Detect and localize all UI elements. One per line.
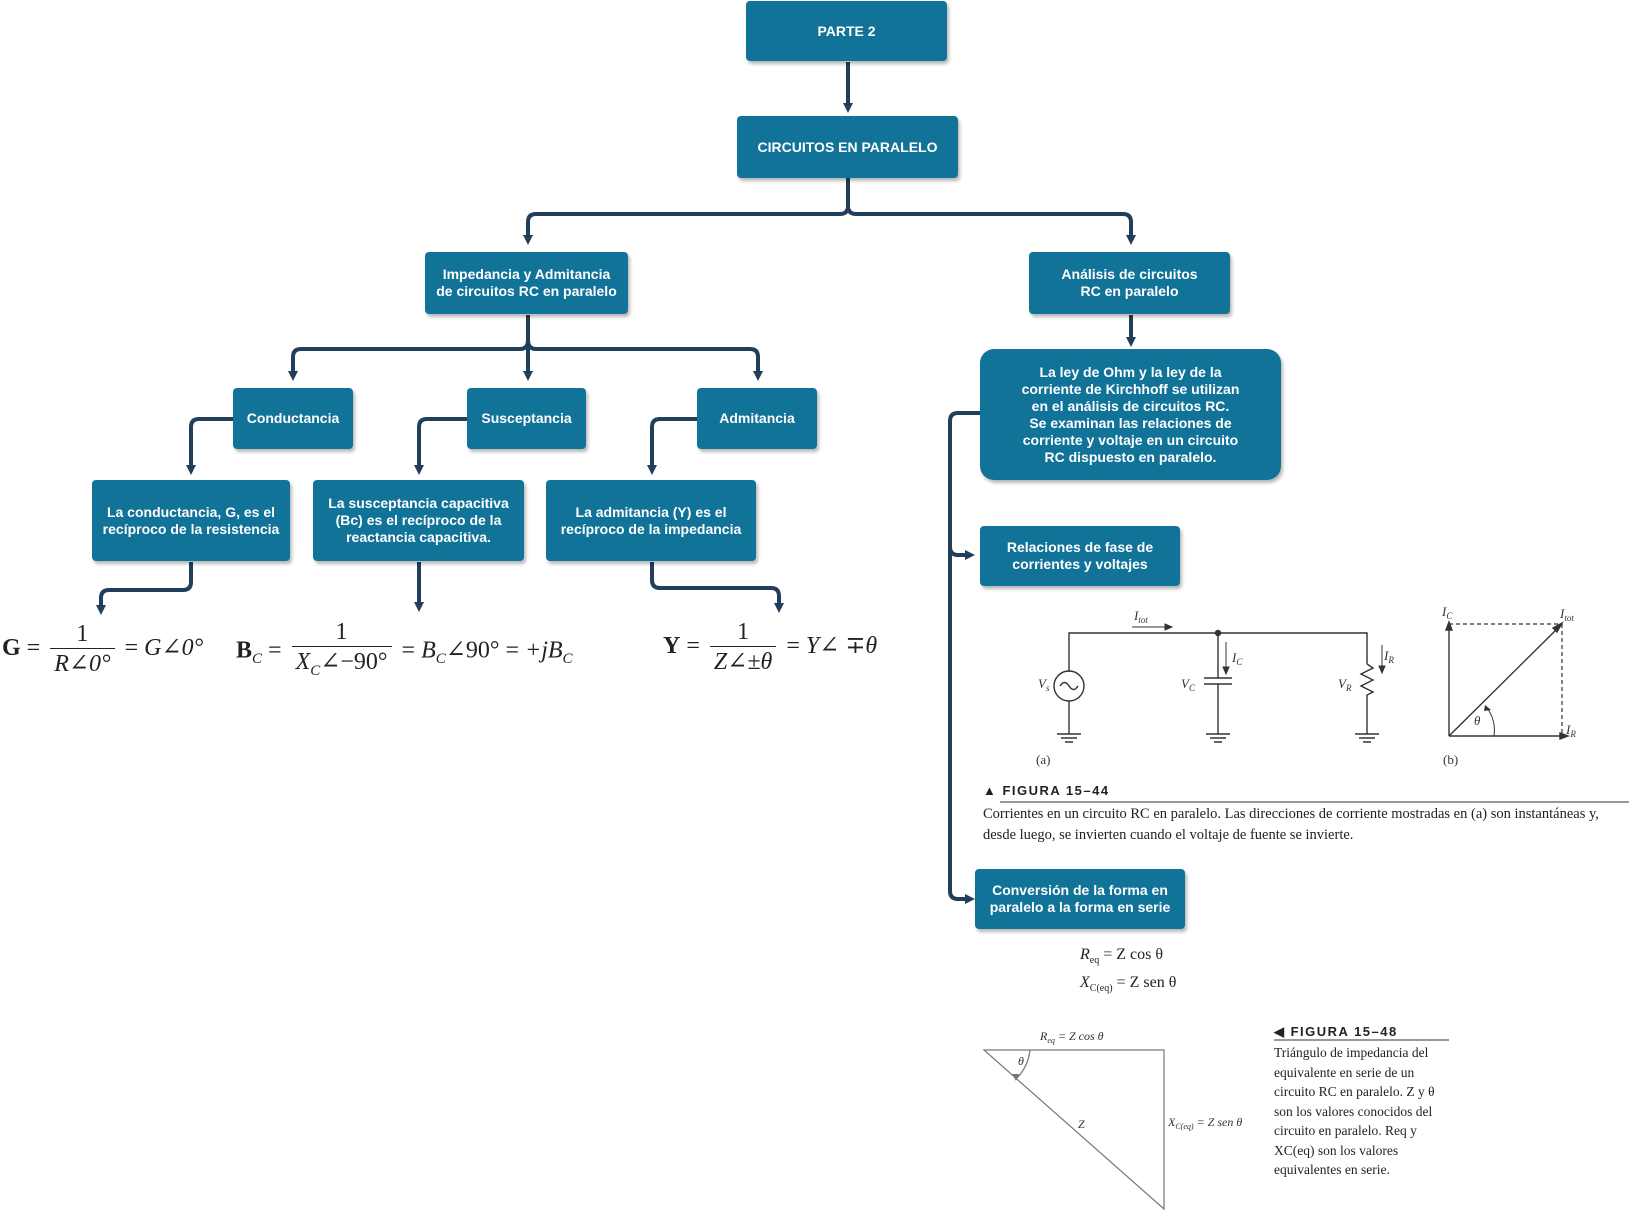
figure48-caption-line-7: equivalentes en serie.	[1274, 1162, 1390, 1177]
figure44-caption-line-1: Corrientes en un circuito RC en paralelo…	[983, 806, 1599, 822]
connector-admitancia-formula	[650, 562, 784, 613]
admitancia-def-line-1: La admitancia (Y) es el	[575, 503, 727, 520]
conductancia-def-line-1: La conductancia, G, es el	[106, 503, 276, 520]
parte-2-box: PARTE 2	[746, 1, 947, 61]
ohm-line-6: RC dispuesto en paralelo.	[1044, 448, 1217, 465]
svg-text:Req = Z cos θ: Req = Z cos θ	[1039, 1029, 1104, 1045]
svg-text:Itot: Itot	[1133, 608, 1148, 625]
susceptancia-def-line-2: (Bc) es el recíproco de la	[335, 512, 502, 528]
susceptancia-box: Susceptancia	[467, 388, 586, 449]
svg-text:Z: Z	[1078, 1117, 1085, 1131]
conversion-line-2: paralelo a la forma en serie	[989, 899, 1171, 915]
junction-dot	[1214, 629, 1222, 637]
figure48-triangle	[982, 1049, 1165, 1211]
conductancia-box: Conductancia	[233, 388, 353, 449]
ohm-line-3: en el análisis de circuitos RC.	[1031, 397, 1230, 414]
connector-admitancia-def	[647, 417, 697, 475]
susceptancia-def-line-3: reactancia capacitiva.	[346, 529, 491, 545]
impedancia-admitancia-box: Impedancia y Admitancia de circuitos RC …	[425, 252, 628, 314]
connector-circuitos-impedancia	[523, 178, 850, 245]
circuitos-paralelo-box: CIRCUITOS EN PARALELO	[737, 116, 958, 178]
svg-text:Vs: Vs	[1038, 676, 1050, 693]
connector-conductancia-formula	[96, 562, 193, 615]
xceq-formula: XC(eq) = Z sen θ	[1080, 974, 1177, 995]
svg-text:VC: VC	[1181, 676, 1196, 693]
figure48-caption-line-4: son los valores conocidos del	[1274, 1103, 1433, 1119]
susceptancia-definition-box: La susceptancia capacitiva (Bc) es el re…	[313, 480, 524, 561]
figure48-caption-line-1: Triángulo de impedancia del	[1274, 1045, 1429, 1060]
figure48-caption-line-5: circuito en paralelo. Req y	[1274, 1123, 1417, 1138]
figure48-title: ◀ FIGURA 15–48	[1274, 1024, 1398, 1039]
svg-text:IC: IC	[1441, 604, 1453, 621]
figure48-labels: Req = Z cos θ XC(eq) = Z sen θ Z θ	[1018, 1029, 1242, 1131]
circuitos-paralelo-label: CIRCUITOS EN PARALELO	[757, 138, 938, 155]
figure44-title: ▲ FIGURA 15–44	[983, 783, 1110, 798]
analisis-circuitos-box: Análisis de circuitos RC en paralelo	[1029, 252, 1230, 314]
connector-ohm-relaciones	[948, 411, 980, 560]
admitancia-label: Admitancia	[719, 410, 795, 426]
svg-text:XC(eq) = Z sen θ: XC(eq) = Z sen θ	[1167, 1115, 1242, 1131]
figure44-caption-line-2: desde luego, se invierten cuando el volt…	[983, 827, 1354, 843]
figure48-caption-line-3: circuito RC en paralelo. Z y θ	[1274, 1084, 1435, 1099]
figure44-circuit	[1053, 632, 1379, 743]
analisis-line-2: RC en paralelo	[1080, 283, 1179, 299]
svg-text:IR: IR	[1565, 722, 1576, 739]
figure44-caption: Corrientes en un circuito RC en paralelo…	[983, 804, 1599, 846]
connector-circuitos-analisis	[846, 205, 1136, 245]
relaciones-fase-box: Relaciones de fase de corrientes y volta…	[980, 526, 1180, 586]
req-formula: Req = Z cos θ	[1080, 946, 1164, 967]
relaciones-line-1: Relaciones de fase de	[1006, 539, 1154, 555]
admitancia-def-line-2: recíproco de la impedancia	[560, 520, 742, 537]
svg-text:VR: VR	[1338, 676, 1352, 693]
ohm-line-4: Se examinan las relaciones de	[1029, 414, 1232, 431]
svg-text:(b): (b)	[1443, 752, 1458, 767]
svg-text:θ: θ	[1018, 1054, 1024, 1068]
conductancia-definition-box: La conductancia, G, es el recíproco de l…	[92, 480, 290, 561]
connector-susceptancia-def	[414, 417, 467, 475]
svg-text:IR: IR	[1383, 648, 1394, 665]
conversion-line-1: Conversión de la forma en	[992, 882, 1168, 898]
conversion-box: Conversión de la forma en paralelo a la …	[975, 869, 1185, 929]
ohm-line-1: La ley de Ohm y la ley de la	[1039, 363, 1222, 380]
conductancia-def-line-2: recíproco de la resistencia	[102, 520, 280, 537]
connector-impedancia-conductancia	[288, 339, 530, 381]
figure48-caption-line-2: equivalente en serie de un	[1274, 1064, 1415, 1080]
svg-text:θ: θ	[1474, 713, 1481, 728]
ohm-line-5: corriente y voltaje en un circuito	[1022, 431, 1239, 448]
susceptancia-label: Susceptancia	[481, 410, 572, 426]
admitancia-definition-box: La admitancia (Y) es el recíproco de la …	[546, 480, 756, 561]
connector-impedancia-admitancia	[526, 339, 763, 381]
svg-text:IC: IC	[1231, 650, 1243, 667]
connector-ohm-conversion	[948, 547, 975, 904]
relaciones-line-2: corrientes y voltajes	[1012, 556, 1148, 572]
figure48-caption: Triángulo de impedancia del equivalente …	[1274, 1043, 1435, 1180]
figure48-caption-line-6: XC(eq) son los valores	[1274, 1142, 1399, 1158]
conductancia-label: Conductancia	[246, 410, 340, 426]
figure44-phasor	[1444, 620, 1570, 741]
connector-conductancia-def	[186, 417, 233, 475]
svg-text:Itot: Itot	[1559, 606, 1574, 623]
impedancia-line-1: Impedancia y Admitancia	[442, 266, 611, 282]
ohm-kirchhoff-box: La ley de Ohm y la ley de la corriente d…	[980, 349, 1281, 480]
admitancia-box: Admitancia	[697, 388, 817, 449]
parte-2-label: PARTE 2	[817, 22, 876, 39]
impedancia-line-2: de circuitos RC en paralelo	[436, 283, 617, 299]
ohm-line-2: corriente de Kirchhoff se utilizan	[1021, 380, 1240, 397]
figure44-labels: Itot IC IR Vs VC VR (a) (b) IC Itot IR θ	[1036, 604, 1576, 767]
susceptancia-def-line-1: La susceptancia capacitiva	[328, 495, 509, 511]
svg-text:(a): (a)	[1036, 752, 1050, 767]
analisis-line-1: Análisis de circuitos	[1061, 266, 1198, 282]
